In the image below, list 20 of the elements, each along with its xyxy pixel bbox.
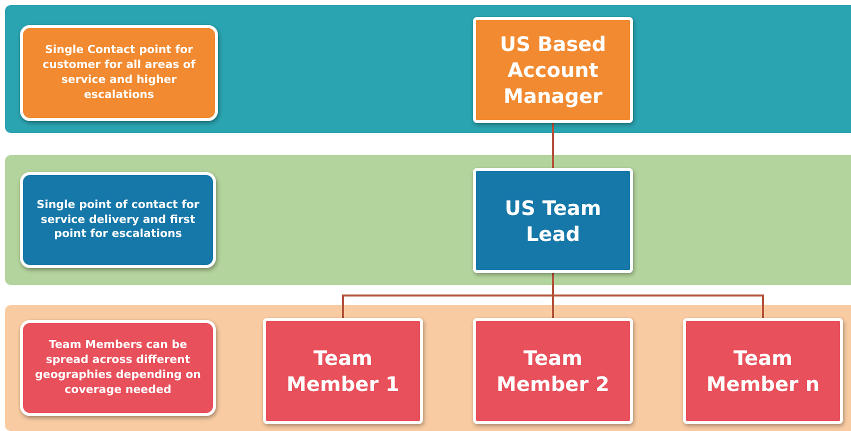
role-box: [473, 168, 633, 273]
role-box: [473, 318, 633, 424]
role-title: Team Member 1: [286, 345, 400, 397]
note-text: Single Contact point for customer for all areas of service and higher escalations: [42, 43, 196, 103]
role-title: Team Member n: [705, 345, 821, 397]
role-box: [263, 318, 423, 424]
note-text: Team Members can be spread across different geographies depending on coverage needed: [34, 338, 202, 398]
note-box: [20, 172, 216, 268]
connector-line: [552, 123, 554, 168]
note-box: [20, 320, 216, 416]
role-title: Team Member 2: [496, 345, 610, 397]
role-title: US Team Lead: [504, 194, 602, 246]
band-background: [5, 305, 851, 431]
note-text: Single point of contact for service delivery and first point for escalations: [36, 198, 200, 242]
note-box: [20, 25, 218, 121]
role-box: [683, 318, 843, 424]
band-background: [5, 5, 851, 133]
role-title: US Based Account Manager: [498, 31, 608, 109]
band-background: [5, 155, 851, 285]
role-box: [473, 17, 633, 123]
